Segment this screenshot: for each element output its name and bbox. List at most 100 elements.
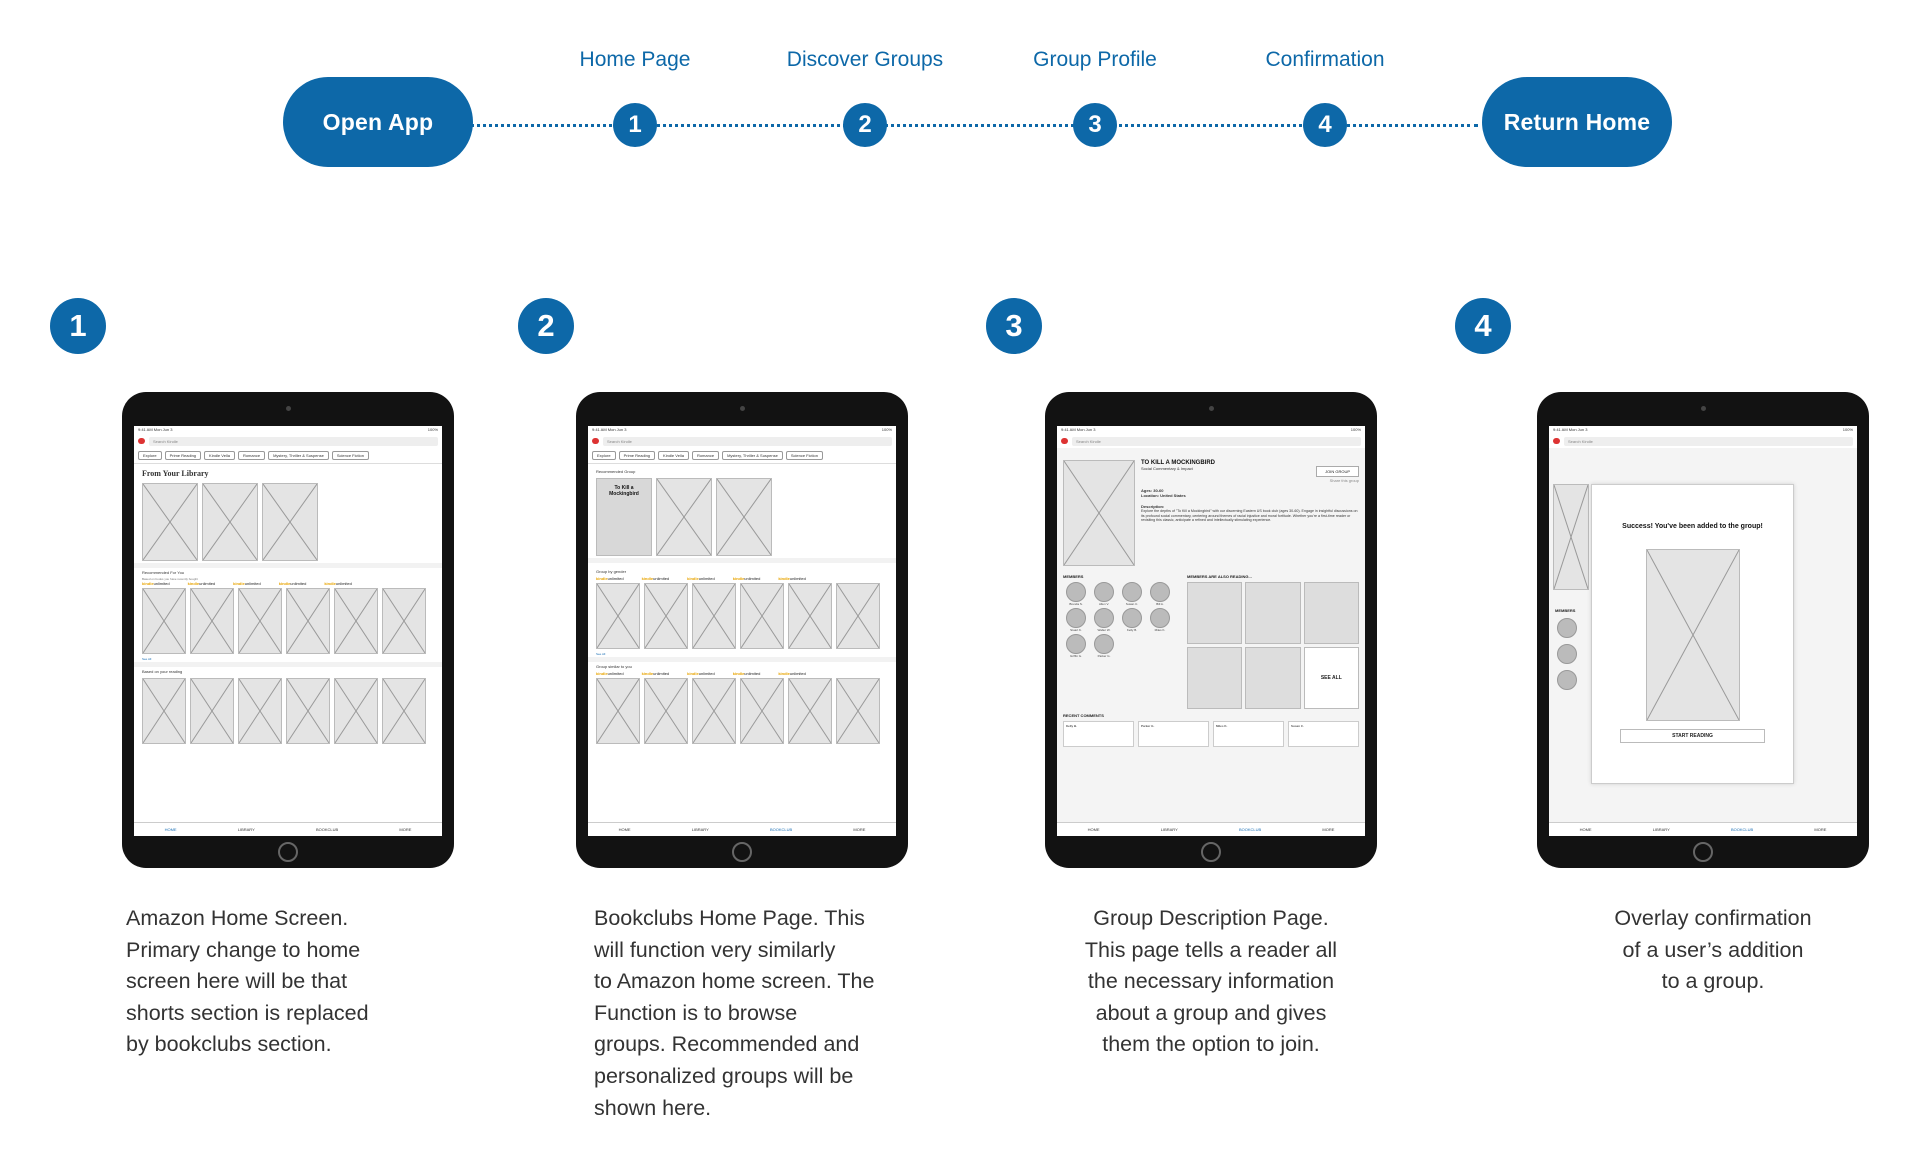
book-placeholder[interactable] <box>1245 647 1301 709</box>
book-placeholder[interactable] <box>190 588 234 654</box>
nav-more[interactable]: MORE <box>853 827 866 832</box>
nav-library[interactable]: LIBRARY <box>237 827 255 832</box>
see-all-link[interactable]: See All <box>142 657 152 661</box>
search-input[interactable]: Search Kindle <box>1564 436 1853 446</box>
book-placeholder[interactable] <box>142 678 186 744</box>
nav-bookclub[interactable]: BOOKCLUB <box>769 827 793 832</box>
book-placeholder[interactable] <box>334 678 378 744</box>
chip-mystery[interactable]: Mystery, Thriller & Suspense <box>722 451 783 460</box>
section-number-1: 1 <box>50 298 106 354</box>
caption-line: Function is to browse <box>594 1000 798 1025</box>
book-placeholder[interactable] <box>202 483 258 561</box>
group-placeholder[interactable] <box>716 478 772 556</box>
search-input[interactable]: Search Kindle <box>603 436 892 446</box>
nav-more[interactable]: MORE <box>1322 827 1335 832</box>
book-placeholder[interactable] <box>382 588 426 654</box>
group-placeholder[interactable] <box>788 583 832 649</box>
share-group-link[interactable]: Share this group <box>1329 478 1359 483</box>
group-placeholder[interactable] <box>656 478 712 556</box>
book-placeholder[interactable] <box>286 678 330 744</box>
member[interactable]: Kelly B. <box>1119 608 1145 632</box>
see-all-tile[interactable]: SEE ALL <box>1303 647 1359 709</box>
chip-kindle-vella[interactable]: Kindle Vella <box>658 451 689 460</box>
group-cover-placeholder <box>1063 460 1135 566</box>
book-placeholder[interactable] <box>238 588 282 654</box>
nav-more[interactable]: MORE <box>399 827 412 832</box>
book-placeholder[interactable] <box>1187 582 1243 644</box>
member[interactable]: Bill A. <box>1147 582 1173 606</box>
member[interactable]: Walter W. <box>1091 608 1117 632</box>
search-input[interactable]: Search Kindle <box>1072 436 1361 446</box>
nav-bookclub[interactable]: BOOKCLUB <box>1730 827 1754 832</box>
book-placeholder[interactable] <box>1187 647 1243 709</box>
member[interactable]: Brenda S. <box>1063 582 1089 606</box>
book-placeholder[interactable] <box>190 678 234 744</box>
member[interactable]: Miles K. <box>1147 608 1173 632</box>
group-placeholder[interactable] <box>740 678 784 744</box>
recent-comments-label: RECENT COMMENTS <box>1063 713 1104 718</box>
group-placeholder[interactable] <box>836 583 880 649</box>
group-placeholder[interactable] <box>692 583 736 649</box>
nav-library[interactable]: LIBRARY <box>1652 827 1670 832</box>
chip-prime-reading[interactable]: Prime Reading <box>164 451 202 460</box>
nav-more[interactable]: MORE <box>1814 827 1827 832</box>
group-placeholder[interactable] <box>788 678 832 744</box>
member[interactable]: Griffin G. <box>1063 634 1089 658</box>
see-all-link[interactable]: See All <box>596 652 606 656</box>
chip-prime-reading[interactable]: Prime Reading <box>618 451 656 460</box>
search-input[interactable]: Search Kindle <box>149 436 438 446</box>
group-placeholder[interactable] <box>596 583 640 649</box>
placeholder-cross-icon <box>837 584 879 648</box>
start-reading-button[interactable]: START READING <box>1620 729 1765 743</box>
placeholder-cross-icon <box>383 589 425 653</box>
book-placeholder[interactable] <box>382 678 426 744</box>
nav-home[interactable]: HOME <box>618 827 631 832</box>
comment-card[interactable]: Parker G. <box>1138 721 1209 747</box>
status-time: 9:41 AM Mon Jun 3 <box>592 427 627 432</box>
book-placeholder[interactable] <box>1245 582 1301 644</box>
chip-explore[interactable]: Explore <box>592 451 616 460</box>
nav-library[interactable]: LIBRARY <box>1160 827 1178 832</box>
book-placeholder[interactable] <box>142 483 198 561</box>
ku-badge: kindleunlimited <box>641 576 670 581</box>
group-placeholder[interactable] <box>644 678 688 744</box>
comment-card[interactable]: Kelly B. <box>1063 721 1134 747</box>
nav-home[interactable]: HOME <box>1087 827 1100 832</box>
search-row: Search Kindle <box>588 434 896 448</box>
chip-romance[interactable]: Romance <box>237 451 266 460</box>
join-group-button[interactable]: JOIN GROUP <box>1316 466 1359 477</box>
status-battery: 100% <box>1350 427 1361 432</box>
nav-home[interactable]: HOME <box>164 827 177 832</box>
nav-library[interactable]: LIBRARY <box>691 827 709 832</box>
member[interactable]: Allen V. <box>1091 582 1117 606</box>
book-placeholder[interactable] <box>334 588 378 654</box>
comment-card[interactable]: Susan C. <box>1288 721 1359 747</box>
nav-bookclub[interactable]: BOOKCLUB <box>1238 827 1262 832</box>
group-placeholder[interactable] <box>836 678 880 744</box>
group-placeholder[interactable] <box>692 678 736 744</box>
chip-mystery[interactable]: Mystery, Thriller & Suspense <box>268 451 329 460</box>
featured-group-card[interactable]: To Kill a Mockingbird <box>596 478 652 556</box>
book-placeholder[interactable] <box>142 588 186 654</box>
similar-groups-title: Group similar to you <box>596 664 632 669</box>
member[interactable]: Parker G. <box>1091 634 1117 658</box>
chip-romance[interactable]: Romance <box>691 451 720 460</box>
book-placeholder[interactable] <box>238 678 282 744</box>
status-battery: 100% <box>881 427 892 432</box>
nav-home[interactable]: HOME <box>1579 827 1592 832</box>
group-placeholder[interactable] <box>596 678 640 744</box>
book-placeholder[interactable] <box>262 483 318 561</box>
group-placeholder[interactable] <box>644 583 688 649</box>
book-placeholder[interactable] <box>1303 582 1359 644</box>
nav-bookclub[interactable]: BOOKCLUB <box>315 827 339 832</box>
member[interactable]: Susan C. <box>1119 582 1145 606</box>
book-placeholder[interactable] <box>286 588 330 654</box>
chip-explore[interactable]: Explore <box>138 451 162 460</box>
chip-science-fiction[interactable]: Science Fiction <box>785 451 823 460</box>
chip-kindle-vella[interactable]: Kindle Vella <box>204 451 235 460</box>
member[interactable]: Stuart K. <box>1063 608 1089 632</box>
group-placeholder[interactable] <box>740 583 784 649</box>
comment-card[interactable]: Miles K. <box>1213 721 1284 747</box>
chip-science-fiction[interactable]: Science Fiction <box>331 451 369 460</box>
